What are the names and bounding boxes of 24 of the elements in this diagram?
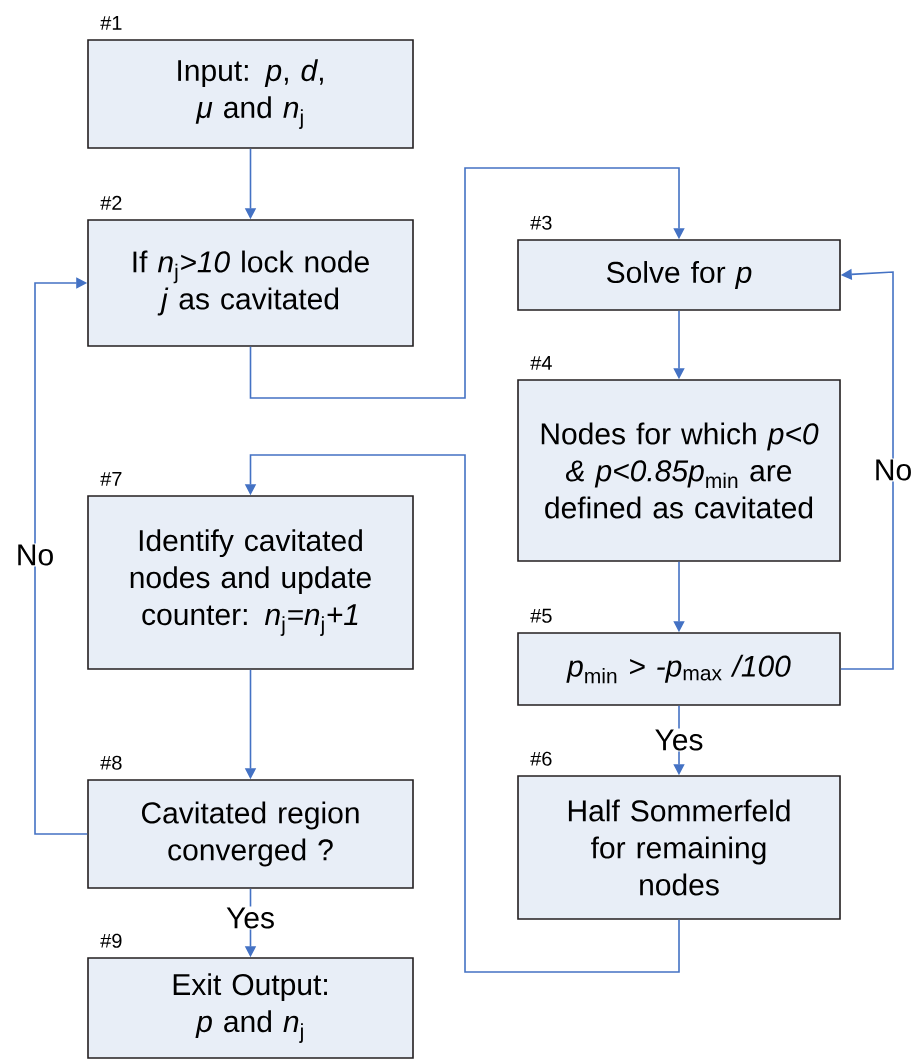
step-number: #8 xyxy=(100,755,122,770)
step-number: #6 xyxy=(530,751,552,766)
step-number: #2 xyxy=(100,195,122,210)
process-box: Input: p, d, μ and n$_{j}$ xyxy=(87,39,414,149)
step-number: #1 xyxy=(100,16,122,30)
step-number: #3 xyxy=(530,215,552,230)
edge-label: No xyxy=(14,543,56,567)
arrow xyxy=(249,167,685,399)
process-box: Cavitated region converged ? xyxy=(87,779,414,889)
edge-label: No xyxy=(872,458,914,482)
process-box: p$_{min}$ > -p$_{max}$ /100 xyxy=(517,632,841,706)
step-number: #4 xyxy=(530,356,552,370)
step-number: #5 xyxy=(530,608,552,623)
process-box: Exit Output: p and n$_{j}$ xyxy=(87,957,414,1059)
edge-label: Yes xyxy=(225,906,276,930)
arrow xyxy=(34,277,88,835)
step-number: #9 xyxy=(100,933,122,948)
edge-label: Yes xyxy=(653,728,705,752)
process-box: Solve for p xyxy=(517,239,841,311)
process-box: Identify cavitated nodes and update counter: n$_{j}$=n$_{j}$+1 xyxy=(87,495,414,670)
process-box: If n$_{j}$>10 lock node j as cavitated xyxy=(87,219,414,347)
step-number: #7 xyxy=(100,472,122,486)
process-box: Nodes for which p<0 & p<0.85p$_{min}$ are defined as cavitated xyxy=(517,379,841,562)
process-box: Half Sommerfeld for remaining nodes xyxy=(517,775,841,920)
